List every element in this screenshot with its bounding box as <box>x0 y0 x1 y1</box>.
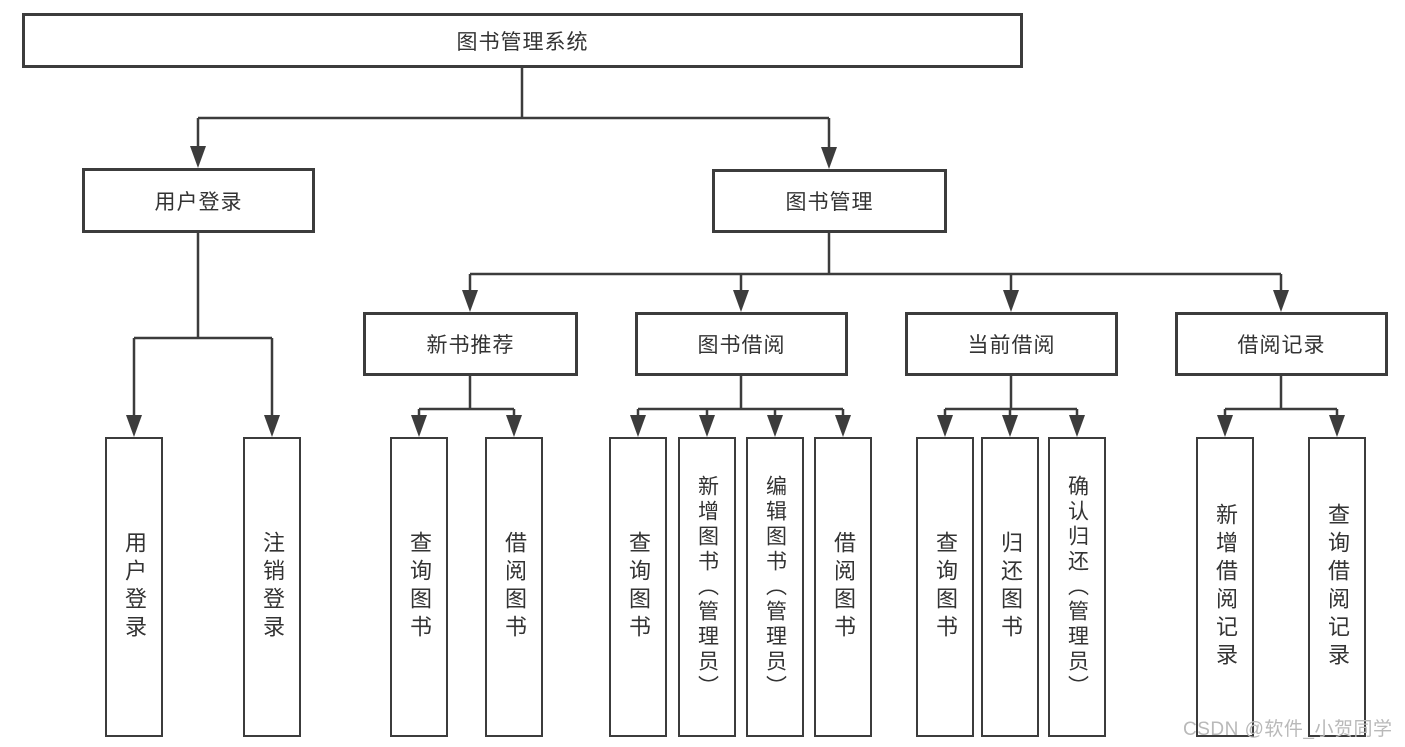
node-logout: 注销登录 <box>243 437 301 737</box>
arrow-down-icon <box>506 415 522 437</box>
node-label: 用户登录 <box>122 531 147 643</box>
node-label: 新增借阅记录 <box>1213 503 1238 671</box>
node-query-books-borrowing: 查询图书 <box>609 437 667 737</box>
node-label: 借阅记录 <box>1237 334 1326 357</box>
csdn-watermark: CSDN @软件_小贺同学 <box>1183 719 1393 740</box>
node-library-management-system: 图书管理系统 <box>22 13 1023 68</box>
node-borrowing-records: 借阅记录 <box>1175 312 1388 376</box>
arrow-down-icon <box>1217 415 1233 437</box>
node-label: 编辑图书（管理员） <box>763 474 787 700</box>
node-query-books-current: 查询图书 <box>916 437 974 737</box>
arrow-down-icon <box>462 290 478 312</box>
node-label: 图书借阅 <box>697 334 786 357</box>
node-label: 查询借阅记录 <box>1325 503 1350 671</box>
node-label: 用户登录 <box>154 190 243 214</box>
arrow-down-icon <box>411 415 427 437</box>
node-edit-book-admin: 编辑图书（管理员） <box>746 437 804 737</box>
arrow-down-icon <box>937 415 953 437</box>
node-label: 确认归还（管理员） <box>1065 474 1089 700</box>
arrow-down-icon <box>699 415 715 437</box>
node-borrow-books-borrowing: 借阅图书 <box>814 437 872 737</box>
node-label: 查询图书 <box>933 531 958 643</box>
arrow-down-icon <box>1273 290 1289 312</box>
arrow-down-icon <box>767 415 783 437</box>
node-current-borrowing: 当前借阅 <box>905 312 1118 376</box>
node-query-books-recommend: 查询图书 <box>390 437 448 737</box>
node-user-login-leaf: 用户登录 <box>105 437 163 737</box>
arrow-down-icon <box>733 290 749 312</box>
node-label: 借阅图书 <box>502 531 527 643</box>
node-label: 新书推荐 <box>426 334 515 357</box>
node-label: 当前借阅 <box>967 334 1056 357</box>
node-label: 新增图书（管理员） <box>695 474 719 700</box>
node-label: 归还图书 <box>998 531 1023 643</box>
node-label: 注销登录 <box>260 531 285 643</box>
node-add-borrow-record: 新增借阅记录 <box>1196 437 1254 737</box>
node-borrow-books-recommend: 借阅图书 <box>485 437 543 737</box>
node-add-book-admin: 新增图书（管理员） <box>678 437 736 737</box>
arrow-down-icon <box>264 415 280 437</box>
arrowheads <box>126 146 1345 437</box>
node-label: 图书管理 <box>785 191 874 214</box>
node-label: 查询图书 <box>626 531 651 643</box>
arrow-down-icon <box>126 415 142 437</box>
node-return-books: 归还图书 <box>981 437 1039 737</box>
node-new-book-recommendation: 新书推荐 <box>363 312 578 376</box>
node-confirm-return-admin: 确认归还（管理员） <box>1048 437 1106 737</box>
node-user-login: 用户登录 <box>82 168 315 233</box>
arrow-down-icon <box>1002 415 1018 437</box>
node-book-borrowing: 图书借阅 <box>635 312 848 376</box>
arrow-down-icon <box>835 415 851 437</box>
node-label: 图书管理系统 <box>456 30 589 54</box>
node-query-borrow-record: 查询借阅记录 <box>1308 437 1366 737</box>
arrow-down-icon <box>630 415 646 437</box>
arrow-down-icon <box>1329 415 1345 437</box>
arrow-down-icon <box>1069 415 1085 437</box>
node-label: 查询图书 <box>407 531 432 643</box>
node-label: 借阅图书 <box>831 531 856 643</box>
node-book-management: 图书管理 <box>712 169 947 233</box>
arrow-down-icon <box>821 147 837 169</box>
arrow-down-icon <box>190 146 206 168</box>
arrow-down-icon <box>1003 290 1019 312</box>
